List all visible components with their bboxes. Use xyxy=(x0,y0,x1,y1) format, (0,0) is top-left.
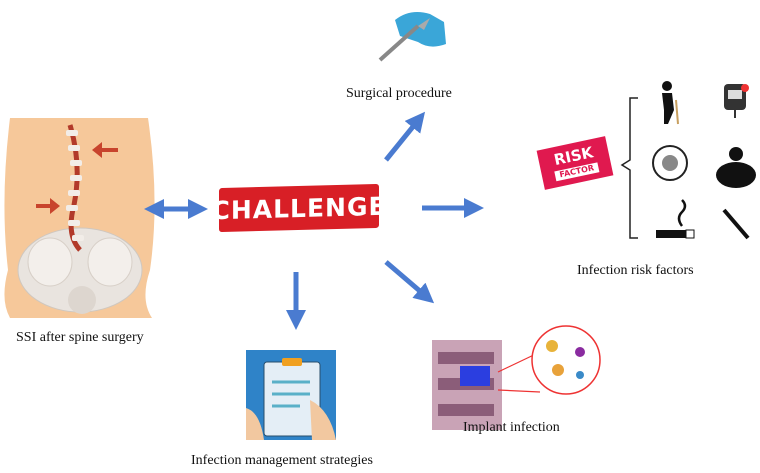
implant-infection-image xyxy=(432,325,601,430)
scalpel-glove-icon xyxy=(378,12,446,62)
ssi-label: SSI after spine surgery xyxy=(16,330,144,345)
glucose-meter-icon xyxy=(724,84,749,118)
arrow-to-implant xyxy=(384,260,435,304)
risk-factor-icons xyxy=(620,81,756,240)
elderly-person-icon xyxy=(662,81,679,125)
cigarette-icon xyxy=(656,199,695,239)
challenge-badge: CHALLENGE xyxy=(211,183,387,233)
spine-illustration xyxy=(4,118,155,318)
connector-arrows xyxy=(144,111,484,330)
arrow-to-surgical xyxy=(384,111,426,162)
scalpel-icon xyxy=(722,208,750,240)
obese-person-icon xyxy=(716,147,756,188)
virus-icon xyxy=(652,145,688,181)
risk-factors-label: Infection risk factors xyxy=(577,263,694,278)
management-strategies-label: Infection management strategies xyxy=(191,453,373,468)
surgical-procedure-label: Surgical procedure xyxy=(346,86,452,101)
clipboard-icon xyxy=(246,350,336,440)
implant-infection-label: Implant infection xyxy=(463,420,560,435)
